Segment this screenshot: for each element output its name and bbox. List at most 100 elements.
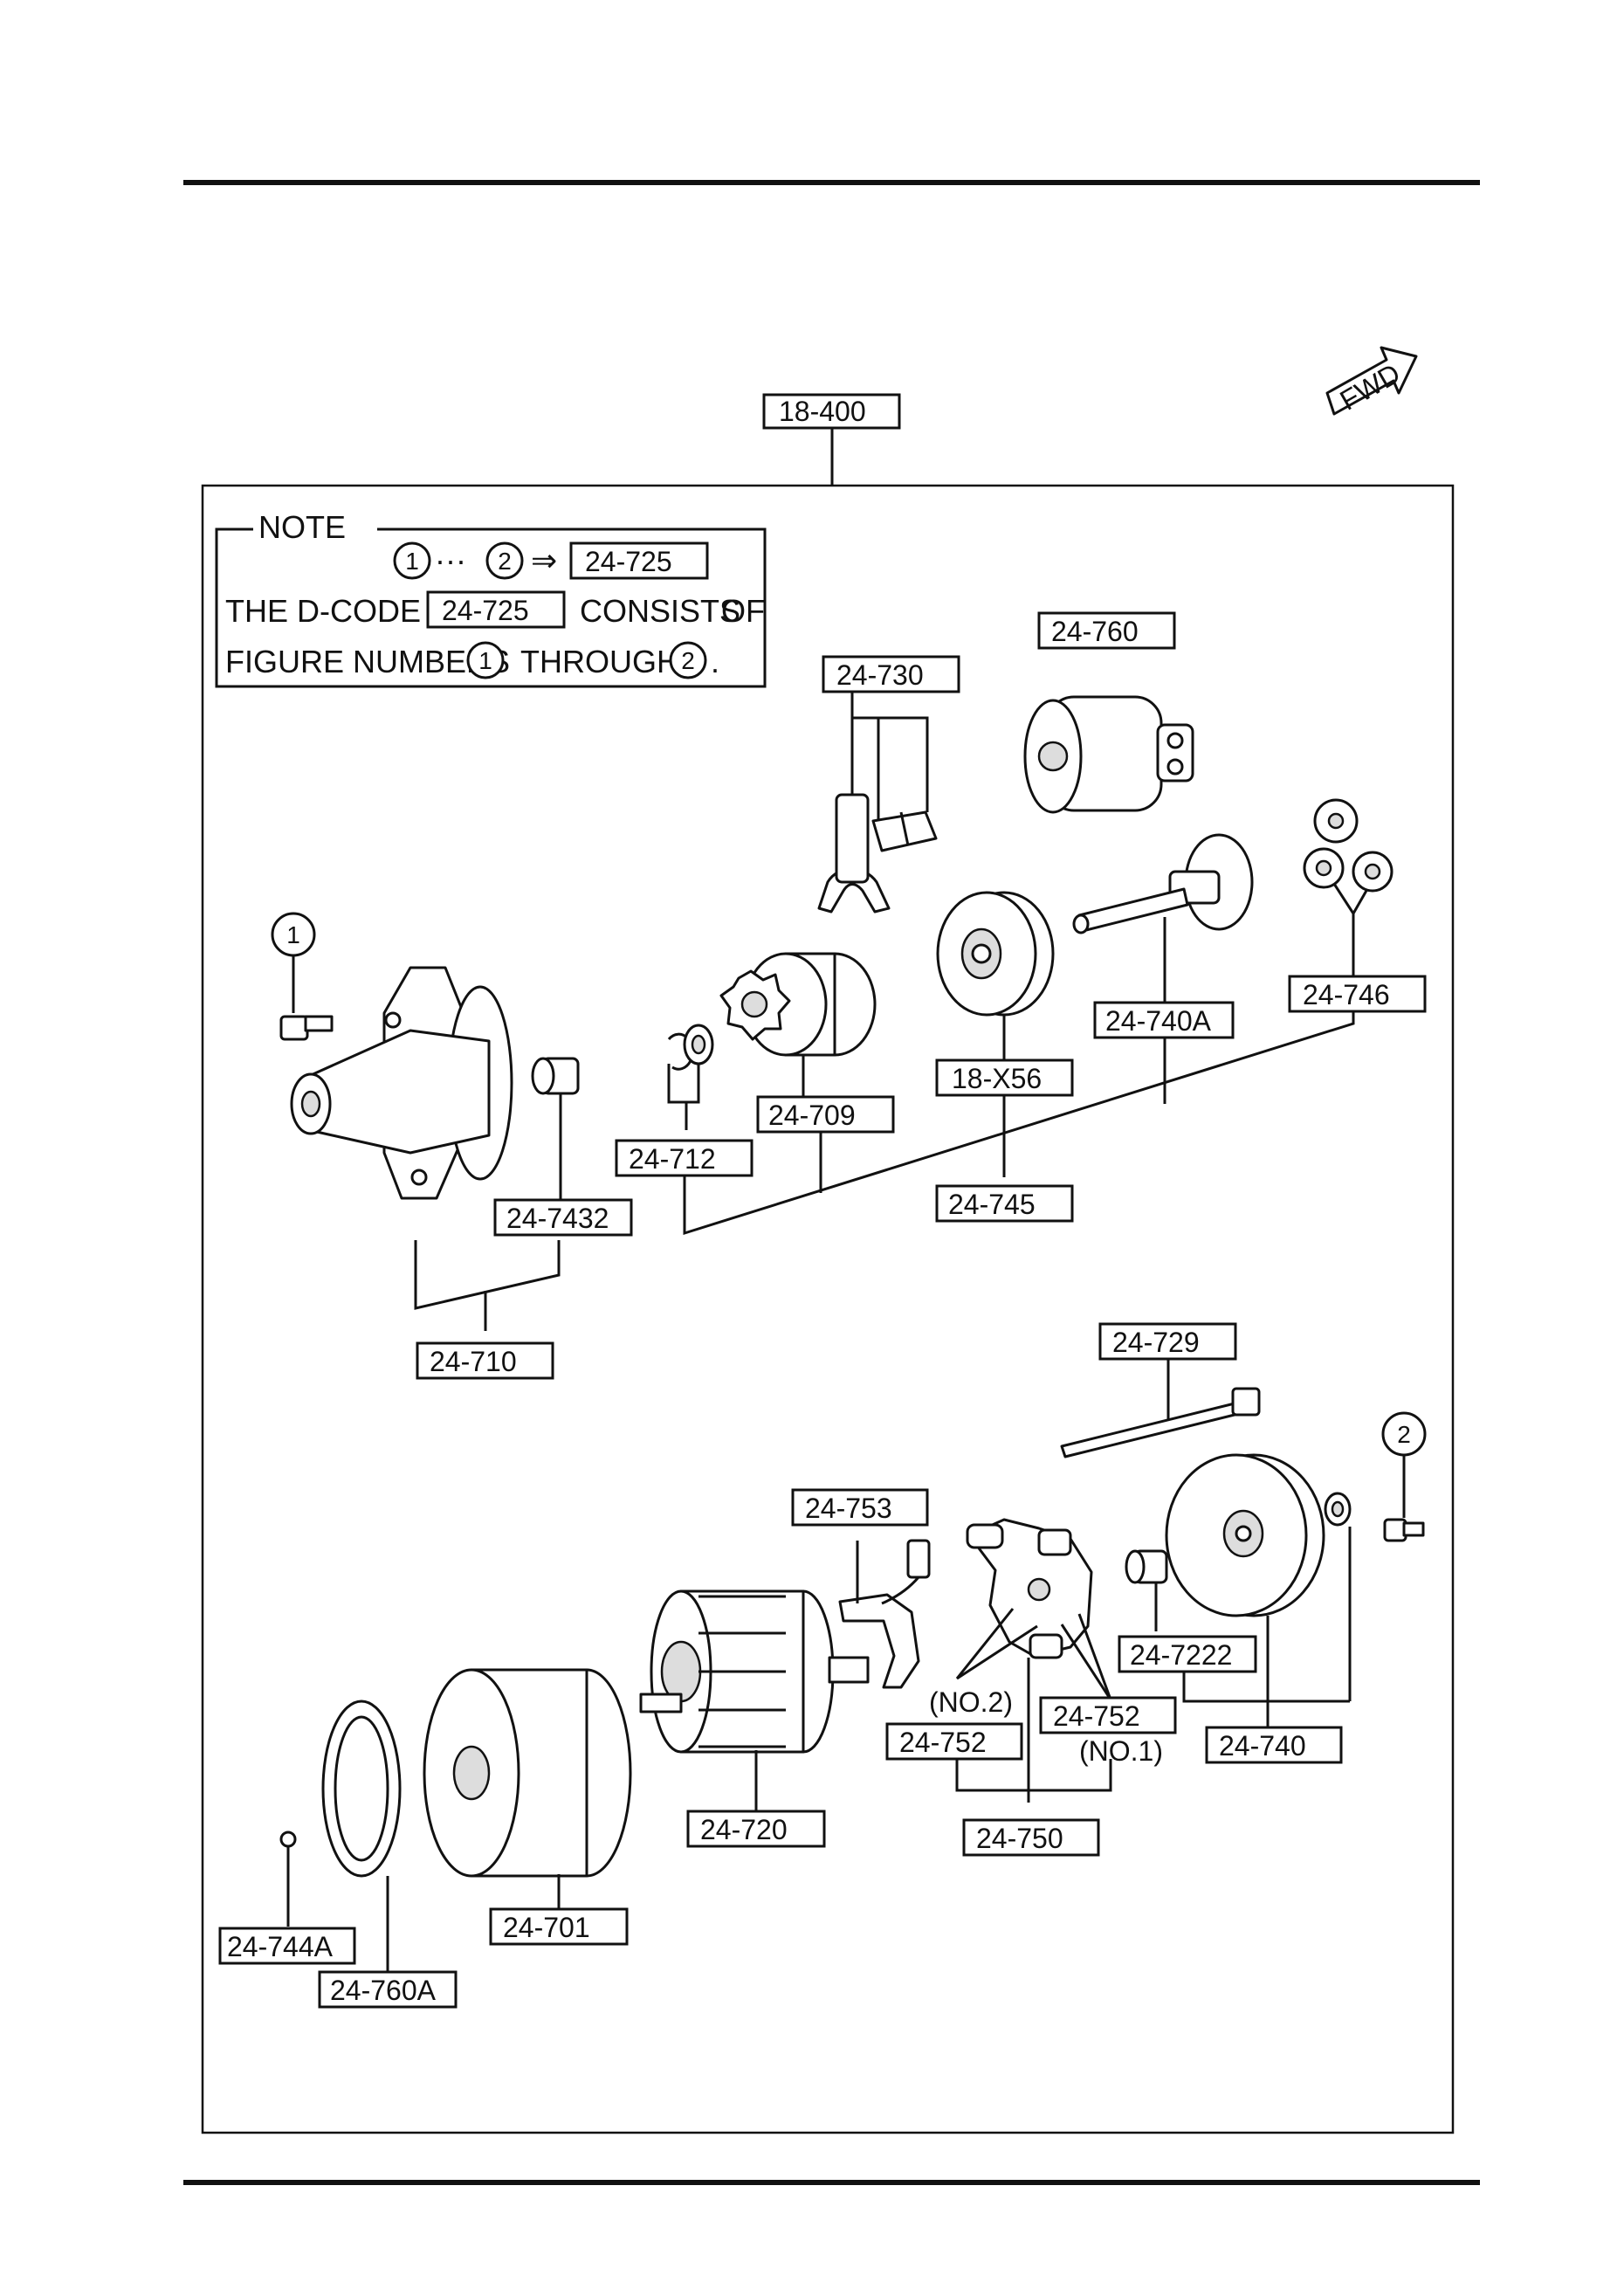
leader-24-730a [850,690,929,812]
svg-text:24-7432: 24-7432 [506,1203,609,1234]
svg-text:24-740A: 24-740A [1105,1005,1212,1037]
svg-text:24-701: 24-701 [503,1912,590,1943]
label-24-753: 24-753 [791,1488,929,1527]
note-line2-b: CONSISTS [580,593,740,629]
svg-text:24-745: 24-745 [948,1189,1036,1220]
marker-circle-1: 1 [271,912,316,957]
label-24-7432: 24-7432 [493,1198,633,1237]
brush-holder-part [966,1518,1093,1659]
bottom-rule [183,2180,1480,2185]
svg-text:24-725: 24-725 [442,595,529,626]
label-24-709: 24-709 [756,1095,895,1134]
label-24-744A: 24-744A [218,1927,356,1965]
svg-text:18-400: 18-400 [779,396,866,427]
leader-24-745-bracket [683,1004,1355,1236]
label-24-712: 24-712 [615,1139,754,1177]
leader-no1a [1060,1624,1112,1700]
label-24-730: 24-730 [822,655,960,693]
note-arrow: ⇒ [531,542,557,578]
note-circle-2: 2 [485,541,524,580]
shift-lever-part [817,793,938,914]
marker-circle-2: 2 [1381,1411,1427,1457]
svg-text:24-744A: 24-744A [227,1931,334,1962]
leader-24-740c [1182,1670,1350,1703]
svg-text:18-X56: 18-X56 [952,1063,1042,1094]
label-24-740A: 24-740A [1093,1001,1235,1039]
label-18-X56: 18-X56 [935,1058,1074,1097]
through-bolt-part [1060,1387,1261,1458]
note-period: . [711,644,719,679]
note-circle-1: 1 [393,541,431,580]
svg-text:24-760: 24-760 [1051,616,1139,647]
svg-text:1: 1 [405,548,419,575]
note-code-box-1: 24-725 [569,541,709,580]
note-line2-c: OF [721,593,765,629]
stop-ring-part [667,1024,714,1071]
svg-text:24-746: 24-746 [1303,979,1390,1010]
diagram-frame [201,484,1455,2134]
svg-text:24-753: 24-753 [805,1493,892,1524]
label-24-701: 24-701 [489,1907,629,1946]
svg-text:2: 2 [1397,1421,1411,1448]
label-24-729: 24-729 [1098,1322,1237,1361]
annotation-no2: (NO.2) [929,1686,1013,1718]
svg-text:2: 2 [681,647,695,674]
svg-text:24-752: 24-752 [1053,1700,1140,1732]
note-circle-1b: 1 [466,641,505,679]
label-24-760: 24-760 [1037,611,1176,650]
svg-text:24-709: 24-709 [768,1100,856,1131]
lead-wire-part [838,1539,931,1689]
leader-no2a [955,1608,1015,1679]
fwd-arrow-icon: FWD [1325,346,1418,417]
seal-part [321,1700,402,1878]
screw-part-2 [1383,1518,1425,1542]
ball-part [279,1831,297,1848]
label-24-750: 24-750 [962,1818,1100,1857]
washer-part [1324,1492,1352,1527]
overrunning-clutch-part [719,952,877,1057]
leader-no2b [956,1624,1038,1680]
svg-text:1: 1 [286,921,300,948]
label-24-745: 24-745 [935,1184,1074,1223]
svg-text:24-710: 24-710 [430,1346,517,1377]
top-rule [183,180,1480,185]
leader-24-746a [1332,883,1355,914]
end-frame-part [1165,1453,1325,1617]
fwd-label: FWD [1335,357,1406,417]
label-24-710: 24-710 [416,1341,554,1380]
svg-text:2: 2 [498,548,512,575]
label-24-752-no1: 24-752 [1039,1696,1177,1734]
leader-24-752-bracket [955,1759,1112,1792]
svg-text:24-725: 24-725 [585,546,672,577]
leader-24-712 [667,1064,700,1104]
note-line3-a: FIGURE NUMBERS [225,644,510,679]
svg-text:24-760A: 24-760A [330,1975,437,2006]
bolt-part-1 [279,1015,334,1041]
label-18-400: 18-400 [762,393,901,430]
svg-text:24-7222: 24-7222 [1130,1639,1232,1671]
note-box: NOTE 1 ··· 2 ⇒ 24-725 THE D-CODE OF 24-7… [215,509,767,688]
label-24-720: 24-720 [686,1810,826,1848]
note-dots: ··· [435,542,466,578]
note-line3-b: THROUGH [520,644,679,679]
svg-text:24-740: 24-740 [1219,1730,1306,1762]
svg-text:24-720: 24-720 [700,1814,788,1845]
label-24-752-no2: 24-752 [885,1722,1023,1761]
planet-gears-part [1303,798,1393,893]
solenoid-switch-part [1023,695,1194,814]
note-circle-2b: 2 [669,641,707,679]
bushing-part-7432 [531,1057,580,1095]
leader-24-746b [1352,888,1369,914]
leader-no1b [1077,1613,1112,1700]
note-code-box-2: 24-725 [426,590,566,629]
drive-housing-part [290,966,513,1200]
svg-text:1: 1 [478,647,492,674]
armature-part [639,1589,870,1754]
label-24-740: 24-740 [1205,1726,1343,1764]
label-24-746: 24-746 [1288,975,1427,1013]
leader-24-710 [414,1240,561,1310]
svg-text:24-730: 24-730 [836,659,924,691]
annotation-no1: (NO.1) [1079,1735,1163,1767]
bushing-part-7222 [1125,1549,1168,1584]
svg-text:24-752: 24-752 [899,1727,987,1758]
